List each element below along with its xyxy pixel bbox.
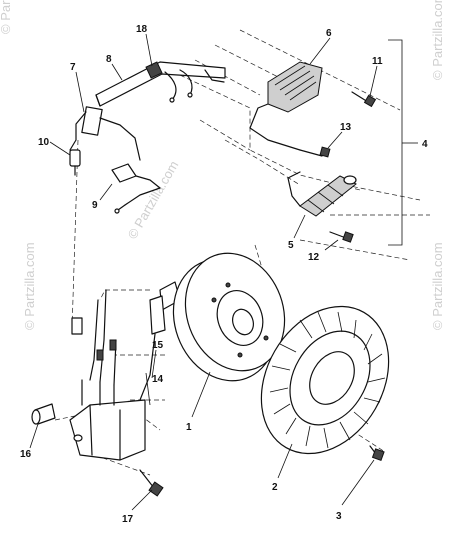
flywheel-part-1 bbox=[172, 252, 286, 382]
callout-16: 16 bbox=[20, 449, 32, 460]
bracket-4 bbox=[388, 39, 403, 246]
bolt-part-3 bbox=[369, 445, 385, 462]
callout-5: 5 bbox=[288, 240, 294, 251]
screw-part-11 bbox=[351, 91, 377, 108]
spacer-part-16 bbox=[31, 403, 56, 425]
callouts: 1 2 3 4 5 6 7 8 9 10 11 12 13 14 15 16 1… bbox=[20, 24, 428, 525]
callout-15: 15 bbox=[152, 340, 164, 351]
callout-14: 14 bbox=[152, 374, 164, 385]
callout-6: 6 bbox=[326, 28, 332, 39]
watermark-right: © Partzilla.com bbox=[430, 242, 445, 330]
coil-part-5 bbox=[287, 171, 357, 217]
callout-17: 17 bbox=[122, 514, 134, 525]
callout-4: 4 bbox=[422, 139, 428, 150]
fan-part-2 bbox=[260, 305, 390, 455]
callout-3: 3 bbox=[336, 511, 342, 522]
screw-part-13 bbox=[319, 146, 331, 158]
callout-13: 13 bbox=[340, 122, 352, 133]
callout-2: 2 bbox=[272, 482, 278, 493]
callout-9: 9 bbox=[92, 200, 98, 211]
regulator-part-6 bbox=[249, 61, 323, 157]
ignition-coil-part-14 bbox=[69, 379, 146, 461]
ignition-wires bbox=[71, 289, 117, 386]
watermark-top-right: © Partzilla.com bbox=[430, 0, 445, 80]
callout-1: 1 bbox=[186, 422, 192, 433]
callout-8: 8 bbox=[106, 54, 112, 65]
watermark-top-left: © Partzilla.com bbox=[0, 0, 13, 34]
wiring-harness bbox=[95, 61, 226, 107]
callout-7: 7 bbox=[70, 62, 76, 73]
bolt-part-17 bbox=[139, 469, 164, 497]
leader-lines bbox=[29, 33, 378, 511]
screw-part-12 bbox=[329, 231, 354, 243]
connector-part-9 bbox=[111, 163, 161, 214]
watermark-left: © Partzilla.com bbox=[22, 242, 37, 330]
connector-part-7 bbox=[69, 106, 141, 161]
callout-10: 10 bbox=[38, 137, 50, 148]
connector-part-10 bbox=[69, 149, 81, 176]
callout-18: 18 bbox=[136, 24, 148, 35]
callout-11: 11 bbox=[372, 56, 383, 67]
spark-plug-cap-part-15 bbox=[139, 281, 181, 401]
callout-12: 12 bbox=[308, 252, 320, 263]
